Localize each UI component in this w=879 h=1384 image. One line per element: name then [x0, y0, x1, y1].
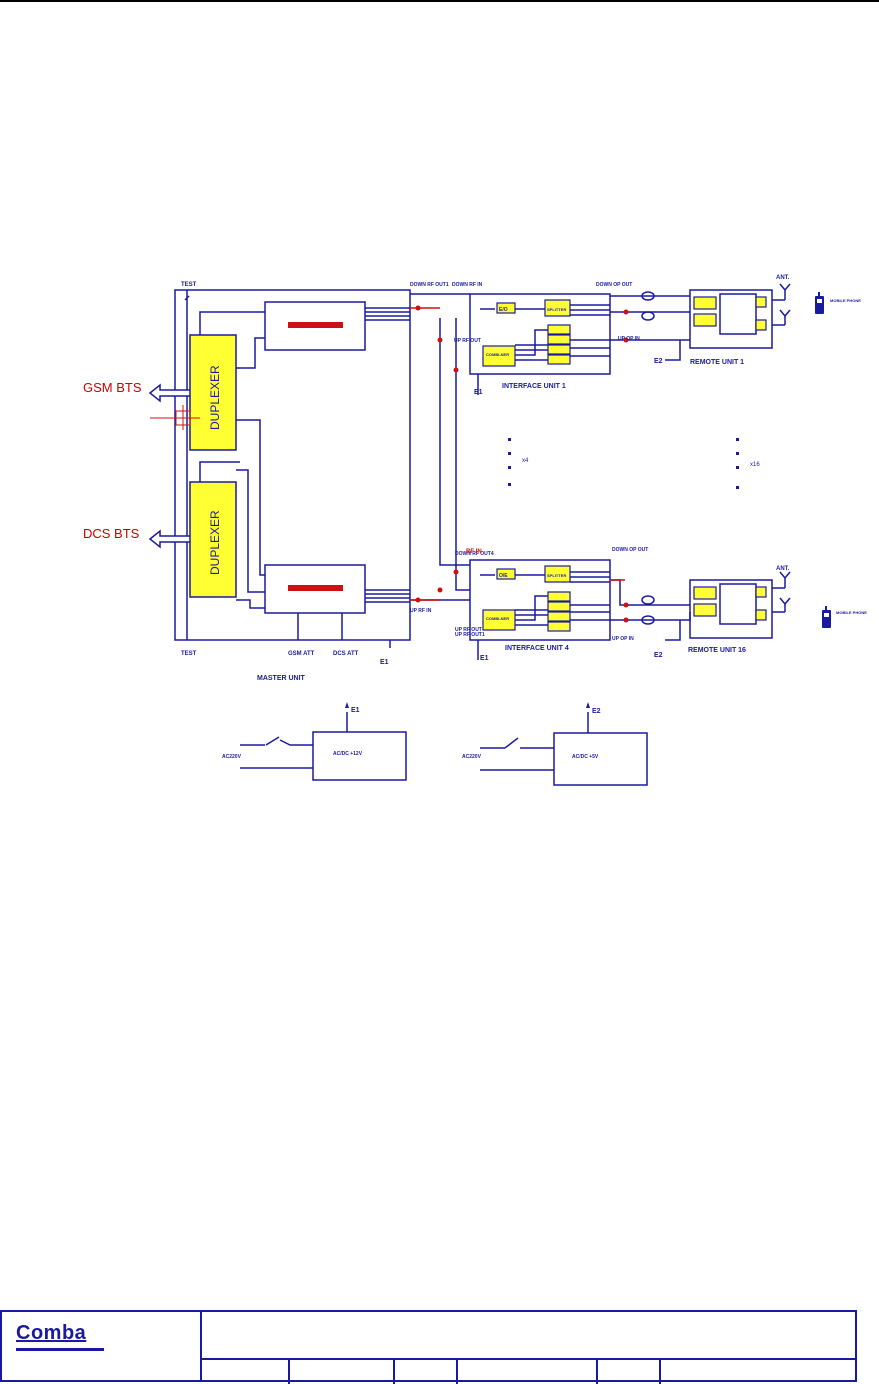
iu4-combiner: COMBI-NER [486, 616, 509, 621]
master-unit-label: MASTER UNIT [257, 675, 306, 682]
iu1-eo: E/O [499, 307, 508, 313]
test-label-bottom: TEST [181, 651, 197, 657]
e1-label-ps: E1 [351, 707, 360, 714]
gsm-module-box [264, 301, 366, 351]
iu1-up-op-in: UP OP IN [618, 336, 640, 342]
master-unit-box [174, 289, 411, 641]
ac-dc-12v-label: AC/DC +12V [333, 751, 363, 757]
e1-label-iu4: E1 [480, 655, 489, 662]
power-supply-1-box [312, 731, 407, 781]
dcs-duplexer [189, 481, 237, 598]
ru1-phone: MOBILE PHONE [830, 298, 861, 303]
ru1-title: REMOTE UNIT 1 [690, 359, 744, 366]
interface-unit-4-box [469, 559, 611, 641]
gsm-duplexer [189, 334, 237, 451]
ac220v-label-2: AC220V [462, 754, 482, 760]
ru16-title: REMOTE UNIT 16 [688, 647, 746, 654]
mobile-phone-icon [822, 606, 831, 628]
port-up-rf-in: UP RF IN [410, 608, 432, 614]
ac220v-label-1: AC220V [222, 754, 242, 760]
ac-dc-5v-label: AC/DC +5V [572, 754, 599, 760]
iu1-up-rf-out: UP RF OUT [454, 338, 481, 344]
top-rule [0, 0, 879, 2]
x16-label: x16 [750, 462, 760, 468]
iu1-down-rf-in: DOWN RF IN [452, 282, 483, 288]
e2-label-ps: E2 [592, 708, 601, 715]
e1-label-iu1: E1 [474, 389, 483, 396]
system-block-diagram: DUPLEXER DUPLEXER [83, 275, 867, 786]
iu4-down-rf-in: RF IN [466, 549, 482, 555]
ru16-phone: MOBILE PHONE [836, 610, 867, 615]
dcs-duplexer-label: DUPLEXER [208, 510, 222, 575]
remote-unit-1-box [689, 289, 773, 349]
port-up-rf-out1: UP RF OUT1 [455, 632, 485, 638]
port-down-rf-out1: DOWN RF OUT1 [410, 282, 449, 288]
title-block-cell [659, 1360, 661, 1384]
iu1-combiner: COMBI-NER [486, 352, 509, 357]
title-block-cell [456, 1360, 458, 1384]
dcs-module-box [264, 564, 366, 614]
mobile-phone-icon [815, 292, 824, 314]
company-logo: Comba [16, 1322, 87, 1344]
title-block-row [200, 1358, 855, 1384]
ru1-ant: ANT. [776, 275, 790, 281]
test-label-top: TEST [181, 282, 197, 288]
title-block-cell [288, 1360, 290, 1384]
port-down-rf-out4: DOWN RF OUT4 [455, 551, 494, 557]
gsm-duplexer-label: DUPLEXER [208, 365, 222, 430]
iu4-title: INTERFACE UNIT 4 [505, 645, 569, 652]
iu1-splitter: SPLITTER [547, 307, 566, 312]
title-block: Comba [0, 1310, 857, 1384]
interface-unit-1-box [469, 293, 611, 375]
dcs-bts-label: DCS BTS [83, 526, 140, 541]
iu4-oe: O/E [499, 573, 508, 579]
gsm-att-label: GSM ATT [288, 651, 315, 657]
title-block-cell [393, 1360, 395, 1384]
logo-underline [16, 1348, 104, 1351]
e2-label-ru1: E2 [654, 358, 663, 365]
iu1-down-op-out: DOWN OP OUT [596, 282, 632, 288]
iu4-up-rf-out: UP RF OUT [455, 627, 482, 633]
company-logo-cell: Comba [2, 1312, 202, 1382]
iu4-splitter: SPLITTER [547, 573, 566, 578]
dcs-att-label: DCS ATT [333, 651, 359, 657]
ru16-ant: ANT. [776, 566, 790, 572]
iu4-down-op-out: DOWN OP OUT [612, 547, 648, 553]
x4-label: x4 [522, 458, 529, 464]
title-block-cell [596, 1360, 598, 1384]
iu1-title: INTERFACE UNIT 1 [502, 383, 566, 390]
iu4-up-op-in: UP OP IN [612, 636, 634, 642]
remote-unit-16-box [689, 579, 773, 639]
e1-label-master: E1 [380, 659, 389, 666]
gsm-bts-label: GSM BTS [83, 380, 142, 395]
e2-label-ru16: E2 [654, 652, 663, 659]
power-supply-2-box [553, 732, 648, 786]
